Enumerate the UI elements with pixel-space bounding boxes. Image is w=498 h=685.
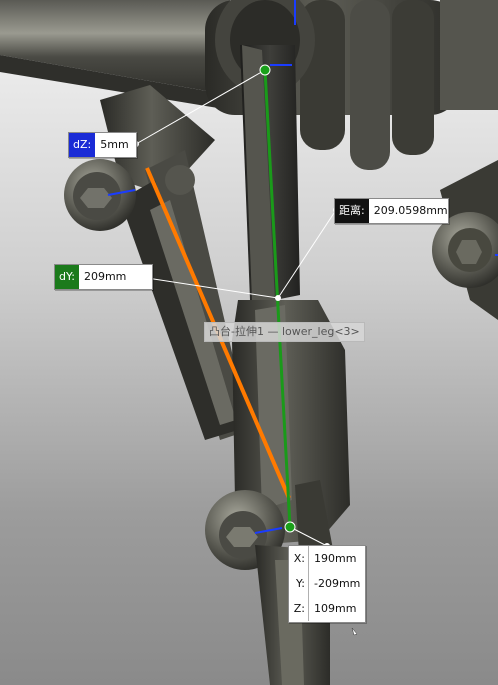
right-joint: [432, 160, 498, 320]
coord-axis-label: Z:: [289, 596, 309, 621]
callout-leaders: [133, 69, 337, 547]
cursor-arrow-icon: [351, 627, 358, 636]
coord-row-y: Y: -209mm: [289, 571, 365, 596]
dy-callout[interactable]: dY: 209mm: [54, 264, 153, 290]
triad-arrows: [107, 0, 498, 534]
distance-label: 距离:: [335, 199, 369, 223]
dy-value: 209mm: [83, 270, 127, 283]
distance-value: 209.0598mm: [373, 204, 448, 217]
upper-beam: [0, 0, 230, 110]
coord-row-x: X: 190mm: [289, 546, 365, 571]
dz-callout[interactable]: dZ: 5mm: [68, 132, 138, 158]
distance-callout[interactable]: 距离: 209.0598mm: [334, 198, 449, 224]
coord-value: -209mm: [314, 577, 361, 590]
left-bolt: [64, 159, 195, 231]
coord-value: 109mm: [314, 602, 357, 615]
coord-row-z: Z: 109mm: [289, 596, 365, 621]
coordinate-readout[interactable]: X: 190mm Y: -209mm Z: 109mm: [288, 545, 366, 623]
dy-label: dY:: [55, 265, 79, 289]
dz-label: dZ:: [69, 133, 96, 157]
coord-axis-label: X:: [289, 546, 309, 571]
dz-value: 5mm: [100, 138, 129, 151]
coord-axis-label: Y:: [289, 571, 309, 596]
coord-value: 190mm: [314, 552, 357, 565]
mate-tooltip: 凸台-拉伸1 — lower_leg<3>: [204, 322, 365, 342]
